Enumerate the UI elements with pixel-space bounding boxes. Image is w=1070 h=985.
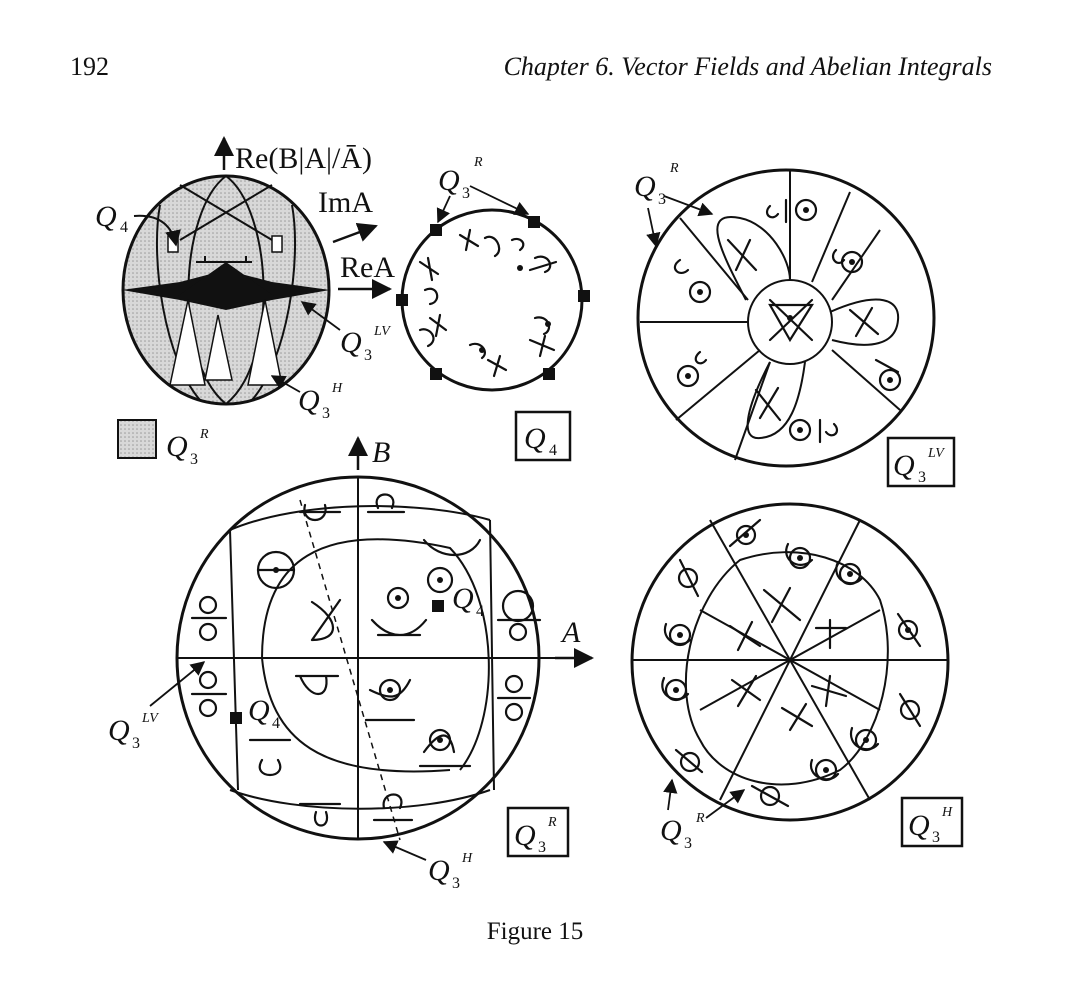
label-q3-lv-sub: 3 xyxy=(364,347,372,364)
figure-caption: Figure 15 xyxy=(0,918,1070,946)
q3lv-panel: Q 3 R Q 3 LV xyxy=(634,161,954,486)
q3lv-label-sub: 3 xyxy=(658,191,666,208)
q3r-label-q4a-sub: 4 xyxy=(476,603,484,620)
label-q4-sub: 4 xyxy=(120,219,128,236)
q3lv-box-sub: 3 xyxy=(918,469,926,486)
label-q3-lv: Q xyxy=(340,326,362,359)
legend-sub: 3 xyxy=(190,451,198,468)
legend-label: Q xyxy=(166,430,188,463)
label-q3-h-sup: H xyxy=(331,381,343,396)
axis-b: B xyxy=(372,436,390,469)
legend-sup: R xyxy=(199,427,209,442)
q3h-label: Q xyxy=(660,814,682,847)
q3r-label-lv: Q xyxy=(108,714,130,747)
q3lv-label: Q xyxy=(634,170,656,203)
q4-box-label: Q xyxy=(524,422,546,455)
q3r-label-h-sup: H xyxy=(461,851,473,866)
q3h-label-sub: 3 xyxy=(684,835,692,852)
q4-label: Q xyxy=(438,164,460,197)
axis-re-b-a: Re(B|A|/Ā) xyxy=(235,142,372,175)
q4-box-sub: 4 xyxy=(549,442,557,459)
q3h-box-sup: H xyxy=(941,805,953,820)
q3lv-label-sup: R xyxy=(669,161,679,176)
sphere-panel: Re(B|A|/Ā) ImA ReA Q 4 Q 3 LV Q 3 H Q 3 … xyxy=(95,138,395,468)
q3r-box-sub: 3 xyxy=(538,839,546,856)
figure-15: Re(B|A|/Ā) ImA ReA Q 4 Q 3 LV Q 3 H Q 3 … xyxy=(0,0,1070,905)
q3r-label-lv-sup: LV xyxy=(141,711,159,726)
q3r-box-sup: R xyxy=(547,815,557,830)
label-q4: Q xyxy=(95,200,117,233)
q3r-box-label: Q xyxy=(514,819,536,852)
q3r-label-q4b: Q xyxy=(248,694,270,727)
q3r-label-lv-sub: 3 xyxy=(132,735,140,752)
label-q3-h-sub: 3 xyxy=(322,405,330,422)
q3r-panel: B A Q 4 xyxy=(108,436,592,892)
q3lv-box-sup: LV xyxy=(927,446,945,461)
q3h-label-sup: R xyxy=(695,811,705,826)
q3h-panel: Q 3 R Q 3 H xyxy=(632,504,962,852)
q3r-label-q4a: Q xyxy=(452,582,474,615)
q3h-box-sub: 3 xyxy=(932,829,940,846)
q3r-label-h-sub: 3 xyxy=(452,875,460,892)
q4-label-sup: R xyxy=(473,155,483,170)
legend-swatch xyxy=(118,420,156,458)
q4-panel: Q 3 R Q 4 xyxy=(396,155,590,460)
q3r-label-h: Q xyxy=(428,854,450,887)
axis-re-a: ReA xyxy=(340,251,395,284)
q4-label-sub: 3 xyxy=(462,185,470,202)
label-q3-h: Q xyxy=(298,384,320,417)
axis-im-a: ImA xyxy=(318,186,373,219)
q3h-box-label: Q xyxy=(908,809,930,842)
q3r-label-q4b-sub: 4 xyxy=(272,715,280,732)
label-q3-lv-sup: LV xyxy=(373,324,391,339)
q3lv-box-label: Q xyxy=(893,449,915,482)
axis-a: A xyxy=(560,616,581,649)
